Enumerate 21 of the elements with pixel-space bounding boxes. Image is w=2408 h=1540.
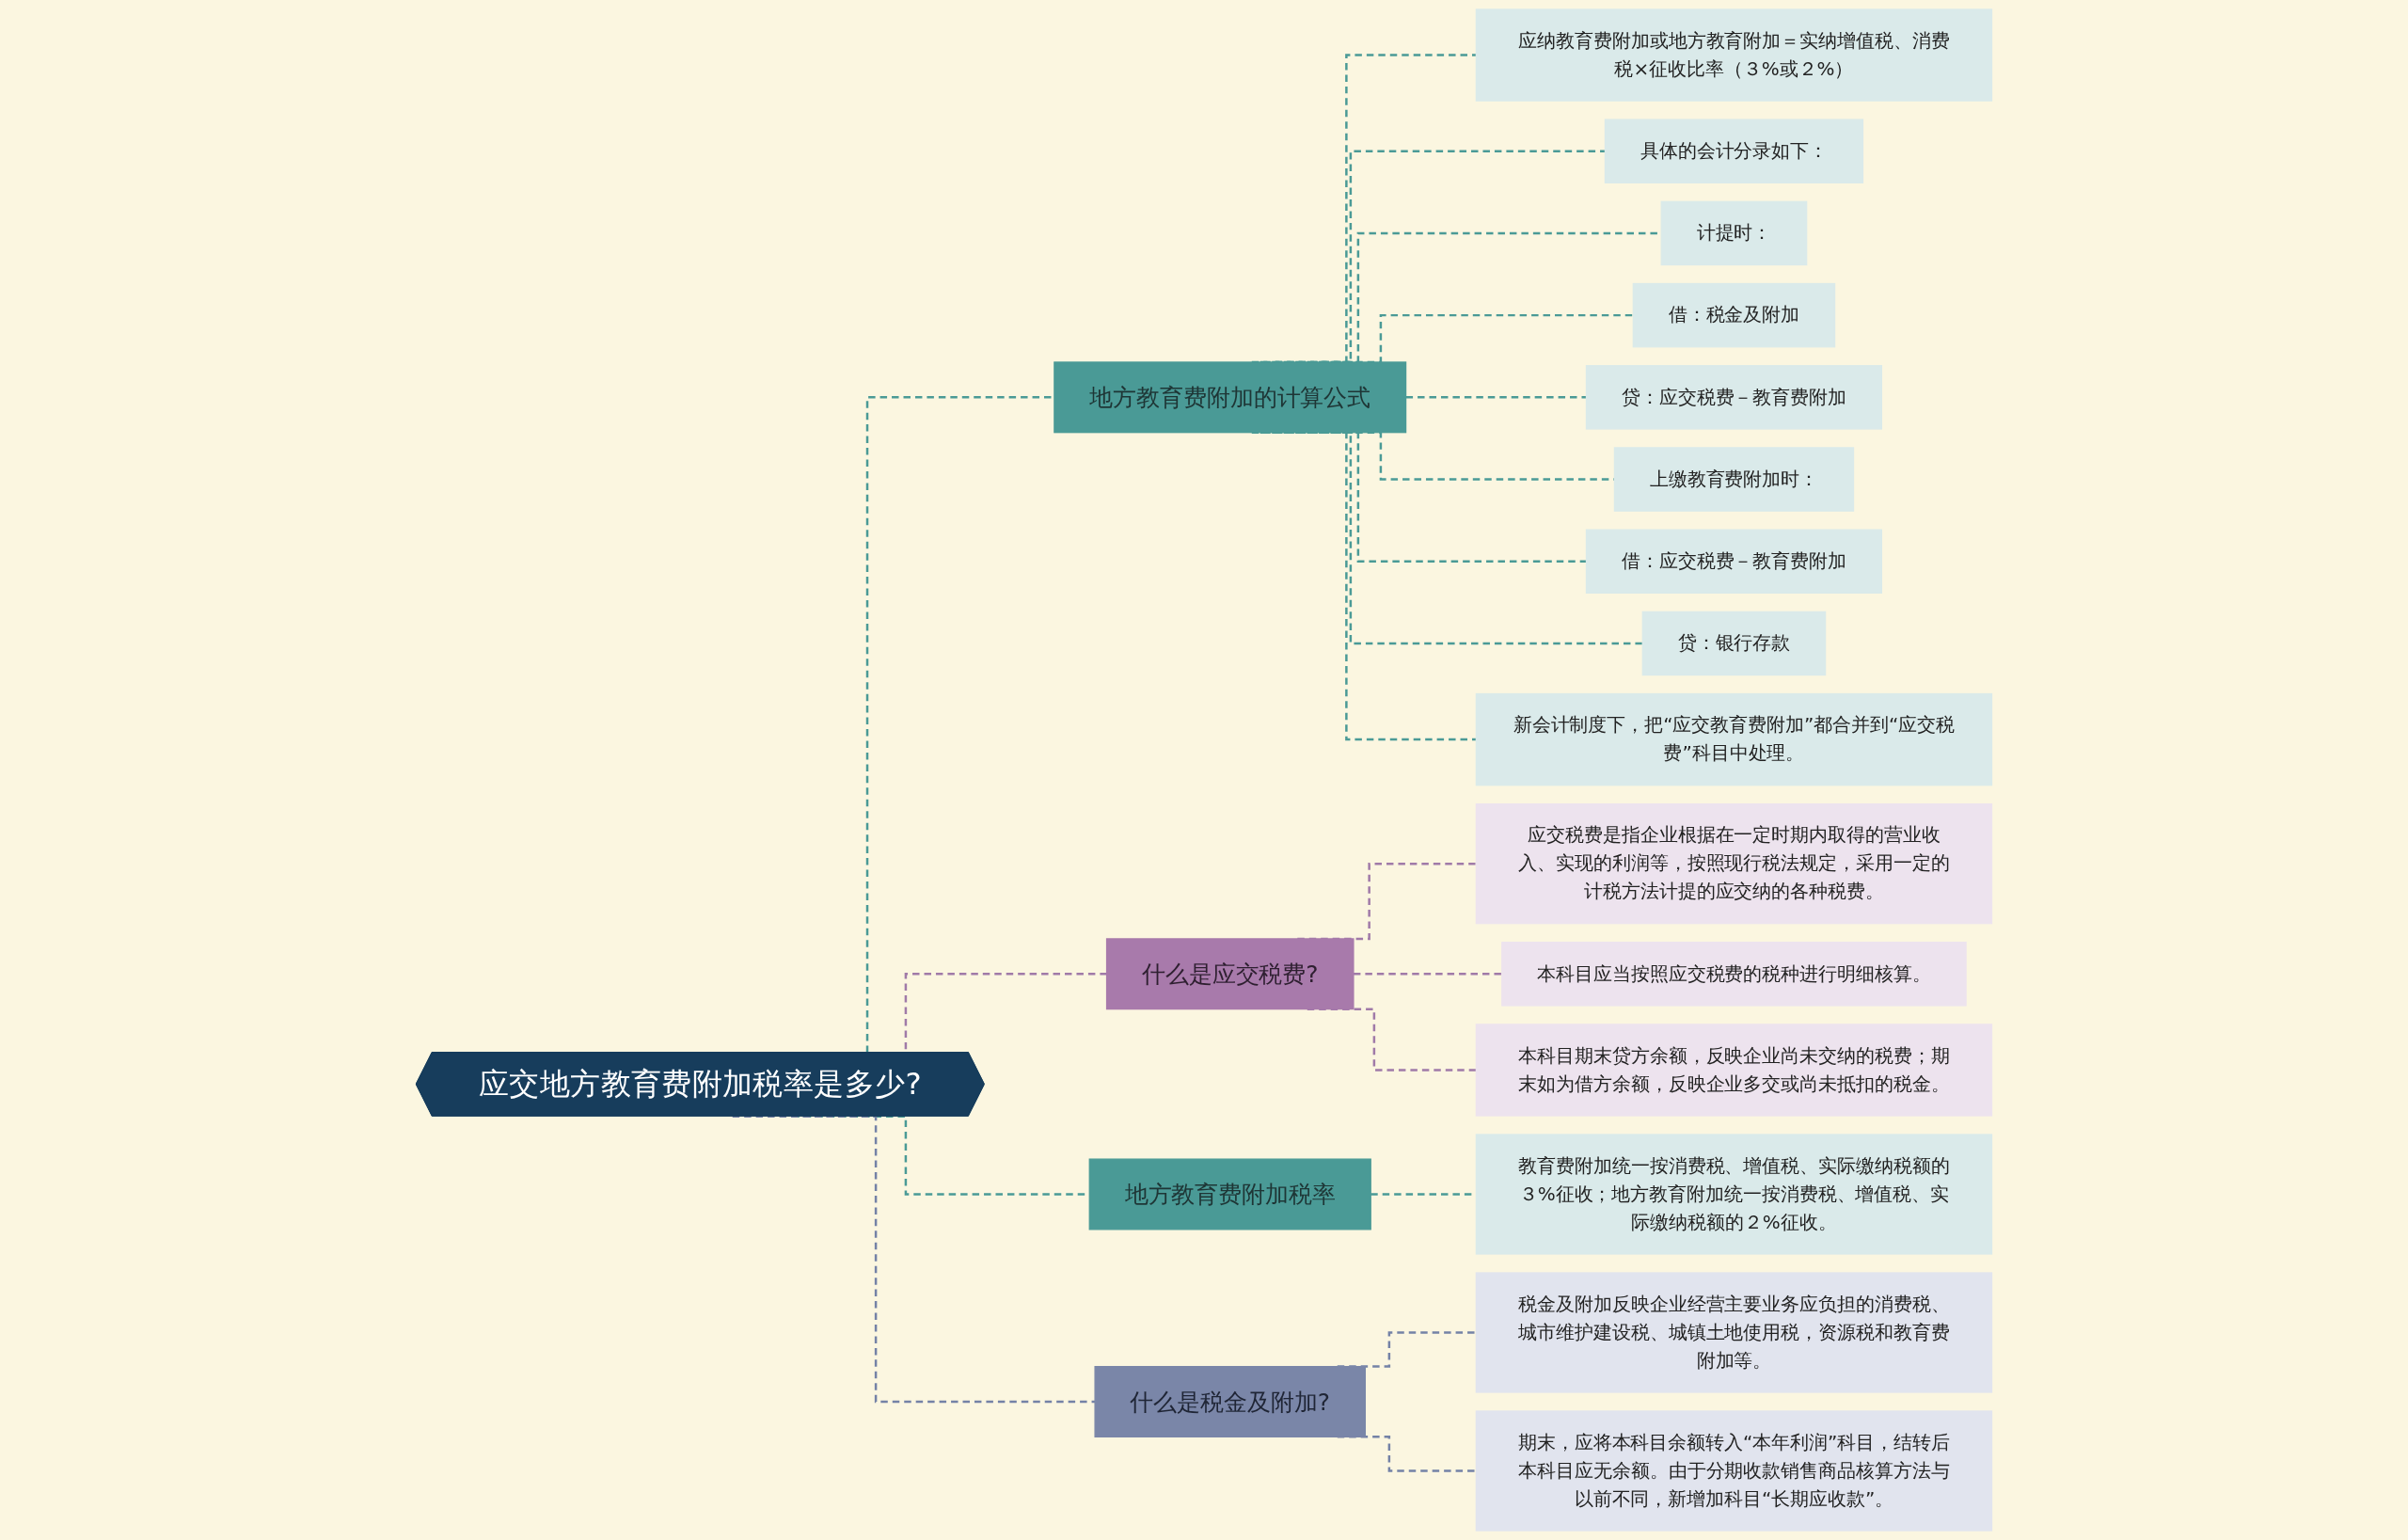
node-box: 期末，应将本科目余额转入“本年利润”科目，结转后本科目应无余额。由于分期收款销售商品核算方法与以前不同，新增加科目“长期应收款”。 [1475, 1410, 1993, 1532]
connector [1353, 973, 1502, 976]
node-box: 贷：应交税费－教育费附加 [1585, 365, 1883, 430]
node-box: 贷：银行存款 [1641, 611, 1827, 676]
node-box: 新会计制度下，把“应交教育费附加”都合并到“应交税费”科目中处理。 [1475, 692, 1993, 786]
node-box: 具体的会计分录如下： [1604, 119, 1864, 183]
node-box: 借：税金及附加 [1632, 282, 1836, 348]
node-box: 什么是税金及附加? [1094, 1366, 1367, 1437]
node-box: 地方教育费附加的计算公式 [1054, 361, 1407, 434]
node-box: 应交税费是指企业根据在一定时期内取得的营业收入、实现的利润等，按照现行税法规定，采用一定的计税方法计提的应交纳的各种税费。 [1475, 803, 1993, 925]
node-box: 借：应交税费－教育费附加 [1585, 529, 1883, 594]
node-box: 计提时： [1660, 200, 1808, 266]
node-box: 什么是应交税费? [1105, 938, 1354, 1010]
connector [1405, 396, 1587, 399]
node-box: 上缴教育费附加时： [1613, 447, 1855, 512]
node-box: 教育费附加统一按消费税、增值税、实际缴纳税额的３%征收；地方教育附加统一按消费税、增值税、实际缴纳税额的２%征收。 [1475, 1134, 1993, 1255]
node-box: 地方教育费附加税率 [1088, 1158, 1371, 1230]
node-box: 本科目应当按照应交税费的税种进行明细核算。 [1501, 942, 1967, 1007]
node-box: 本科目期末贷方余额，反映企业尚未交纳的税费；期末如为借方余额，反映企业多交或尚未抵扣的税金。 [1475, 1024, 1993, 1117]
node-box: 税金及附加反映企业经营主要业务应负担的消费税、城市维护建设税、城镇土地使用税，资源税和教育费附加等。 [1475, 1272, 1993, 1393]
node-box: 应纳教育费附加或地方教育附加＝实纳增值税、消费税×征收比率（３%或２%） [1475, 8, 1993, 102]
